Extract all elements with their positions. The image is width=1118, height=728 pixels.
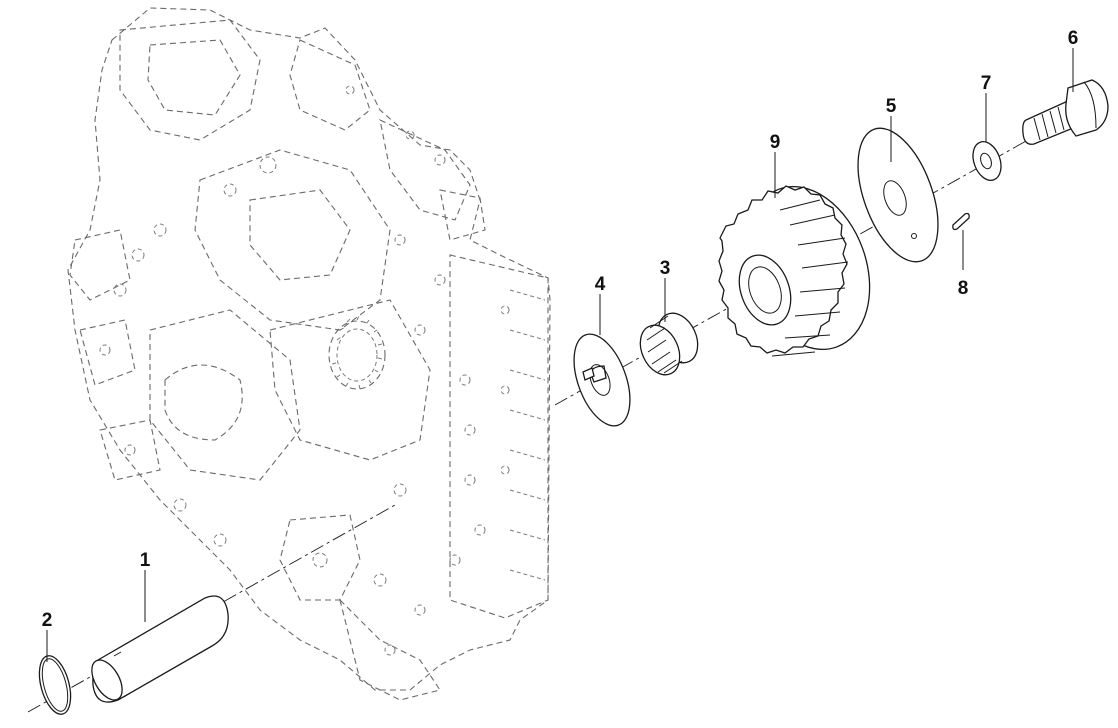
- callout-5: 5: [886, 96, 897, 117]
- thrust-washer-part: [857, 127, 939, 263]
- callout-labels: 1 2 3 4 5 6 7 8 9: [42, 28, 1079, 631]
- shaft-pin-part: [91, 595, 229, 703]
- callout-7: 7: [981, 73, 992, 94]
- callout-9: 9: [770, 132, 781, 153]
- needle-bearing-part: [639, 312, 699, 376]
- callout-8: 8: [958, 278, 969, 299]
- callout-1: 1: [140, 550, 151, 571]
- snap-ring-part: [38, 655, 72, 715]
- housing-phantom-outline: [67, 7, 551, 701]
- washer-part: [972, 141, 1002, 181]
- callout-4: 4: [595, 274, 606, 295]
- dowel-pin-part: [952, 212, 970, 231]
- bolt-part: [1022, 79, 1109, 145]
- tab-washer-part: [573, 333, 631, 427]
- callout-6: 6: [1068, 28, 1079, 49]
- callout-2: 2: [42, 610, 53, 631]
- callout-3: 3: [660, 258, 671, 279]
- callout-leaders: [46, 48, 1074, 662]
- gear-part: [718, 185, 871, 357]
